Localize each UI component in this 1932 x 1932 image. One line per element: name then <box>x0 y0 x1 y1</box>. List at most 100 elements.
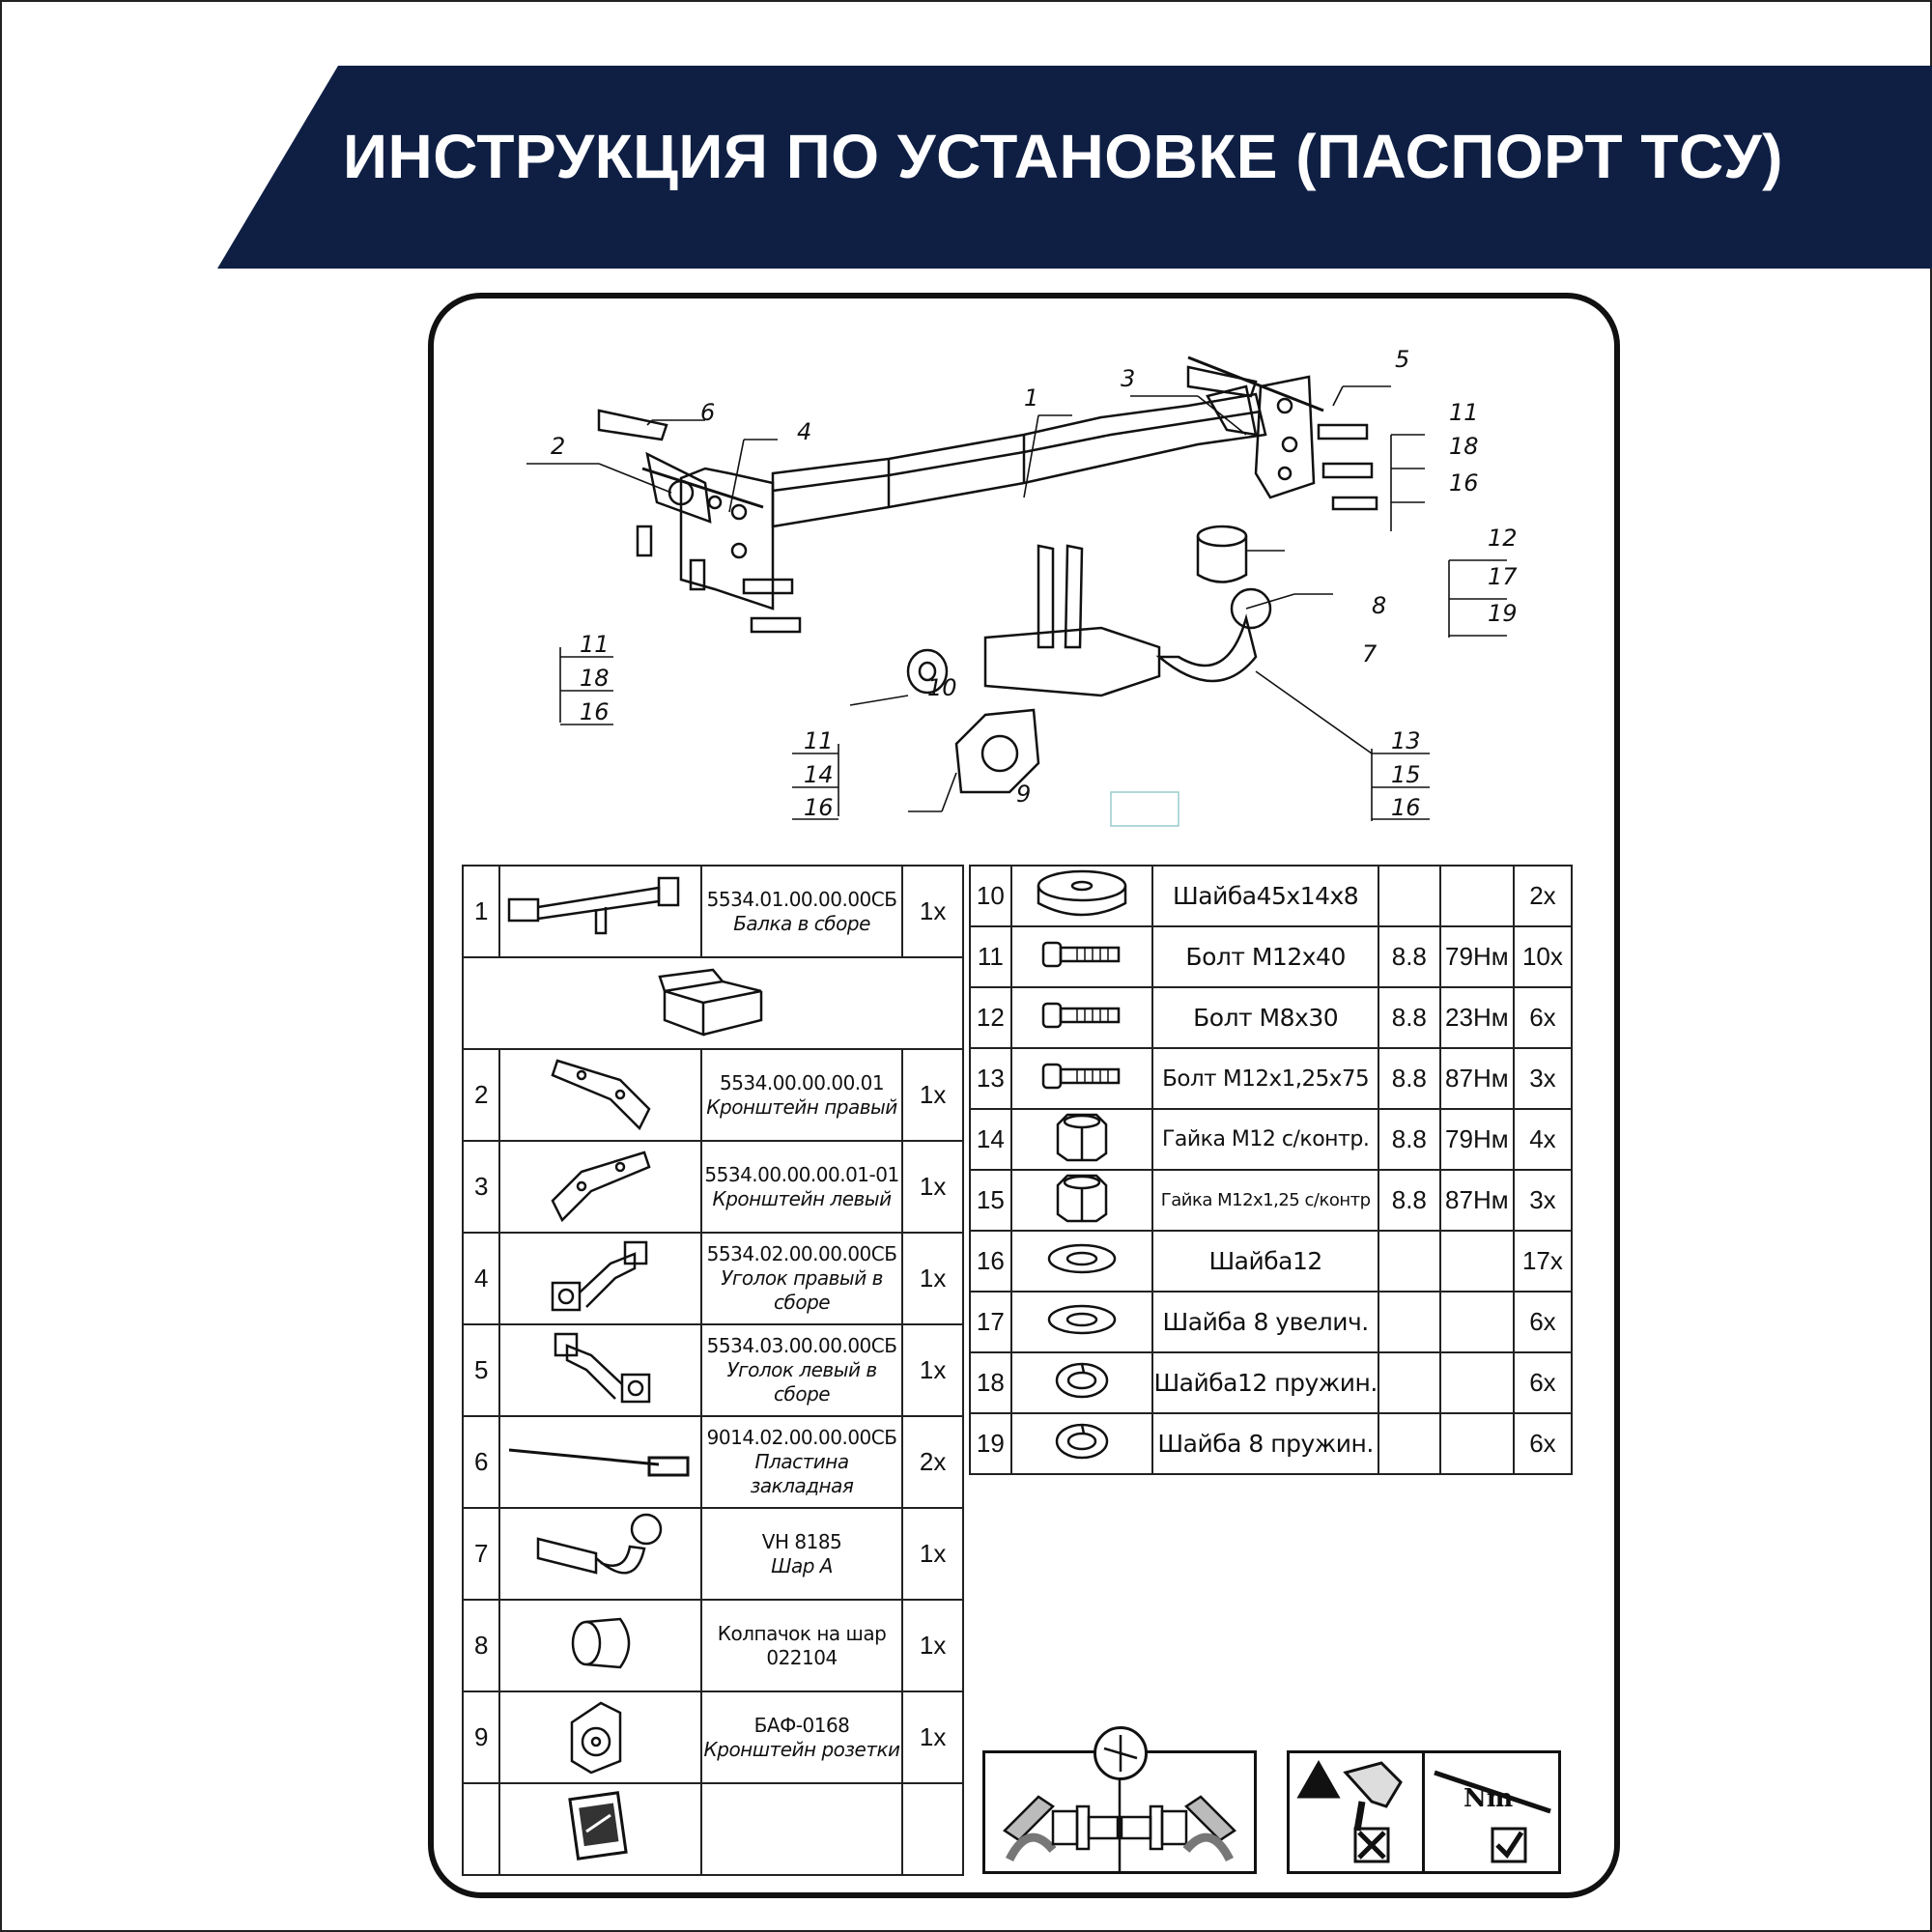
part-name: Гайка М12х1,25 с/контр <box>1151 1169 1379 1232</box>
right-end-bracket <box>1186 365 1316 499</box>
table-row: 11 Болт М12х40 8.8 79Нм 10x <box>969 925 1574 988</box>
torque: 87Нм <box>1438 1169 1515 1232</box>
torque: 79Нм <box>1438 925 1515 988</box>
part-number: 13 <box>969 1047 1012 1110</box>
table-row: 10 Шайба45х14х8 2x <box>969 865 1574 927</box>
part-number: 12 <box>969 986 1012 1049</box>
torque: 87Нм <box>1438 1047 1515 1110</box>
part-number: 10 <box>969 865 1012 927</box>
part-quantity: 17x <box>1512 1230 1574 1293</box>
ball-cap-icon <box>498 1599 702 1692</box>
title-banner <box>217 66 1932 269</box>
callout-18b: 18 <box>1449 433 1479 460</box>
instruction-manual-icon <box>498 1782 702 1876</box>
part-quantity: 1x <box>901 1690 964 1784</box>
part-name: Гайка М12 с/контр. <box>1151 1108 1379 1171</box>
torque <box>1438 1291 1515 1353</box>
callout-1: 1 <box>1024 384 1038 412</box>
strength-class <box>1377 1351 1441 1414</box>
page-title: ИНСТРУКЦИЯ ПО УСТАНОВКЕ (ПАСПОРТ ТСУ) <box>343 122 1783 191</box>
part-number: 3 <box>461 1140 501 1234</box>
bolt-stack-right <box>1317 423 1378 511</box>
torque <box>1438 1412 1515 1475</box>
callout-5: 5 <box>1395 346 1409 373</box>
torque <box>1438 865 1515 927</box>
part-quantity: 1x <box>901 865 964 958</box>
bolt-icon <box>1009 986 1154 1049</box>
torque <box>1438 1230 1515 1293</box>
part-name: Болт М12х1,25х75 <box>1151 1047 1379 1110</box>
empty-cell <box>901 1782 964 1876</box>
torque: 23Нм <box>1438 986 1515 1049</box>
beam-icon <box>498 865 702 958</box>
hex-nut-icon <box>1009 1108 1154 1171</box>
flat-washer-icon <box>1009 1230 1154 1293</box>
callout-15: 15 <box>1391 761 1421 788</box>
part-number-empty <box>461 1782 501 1876</box>
part-quantity: 6x <box>1512 1291 1574 1353</box>
callout-14: 14 <box>804 761 834 788</box>
table-row <box>462 956 964 1050</box>
part-number: 14 <box>969 1108 1012 1171</box>
callout-11b: 11 <box>804 727 834 754</box>
callout-8: 8 <box>1372 592 1386 619</box>
washer-large-icon <box>1009 865 1154 927</box>
part-name: Шайба12 <box>1151 1230 1379 1293</box>
angle-right-icon <box>498 1232 702 1325</box>
torque-label: Nm <box>1463 1784 1513 1813</box>
part-quantity: 1x <box>901 1599 964 1692</box>
part-number: 7 <box>461 1507 501 1601</box>
impact-wrench-prohibited-icon <box>1287 1750 1428 1874</box>
part-quantity: 6x <box>1512 986 1574 1049</box>
callout-18a: 18 <box>580 665 610 692</box>
part-name: Шайба 8 увелич. <box>1151 1291 1379 1353</box>
part-number: 8 <box>461 1599 501 1692</box>
part-quantity: 10x <box>1512 925 1574 988</box>
strength-class <box>1377 1291 1441 1353</box>
part-number: 15 <box>969 1169 1012 1232</box>
callout-7: 7 <box>1362 640 1378 668</box>
part-name: Шайба 8 пружин. <box>1151 1412 1379 1475</box>
part-quantity: 1x <box>901 1232 964 1325</box>
table-row: 13 Болт М12х1,25х75 8.8 87Нм 3x <box>969 1047 1574 1110</box>
part-quantity: 4x <box>1512 1108 1574 1171</box>
part-number: 2 <box>461 1048 501 1142</box>
part-quantity: 3x <box>1512 1169 1574 1232</box>
callout-11a: 11 <box>580 631 610 658</box>
torque-wrench-allowed-icon: Nm <box>1422 1750 1561 1874</box>
spring-washer-icon <box>1009 1351 1154 1414</box>
part-number: 18 <box>969 1351 1012 1414</box>
table-row: 14 Гайка М12 с/контр. 8.8 79Нм 4x <box>969 1108 1574 1171</box>
tow-ball-icon <box>498 1507 702 1601</box>
empty-cell <box>699 1782 904 1876</box>
callout-17: 17 <box>1488 563 1518 590</box>
flat-washer-icon <box>1009 1291 1154 1353</box>
part-quantity: 2x <box>1512 865 1574 927</box>
assembly-diagram: 1 2 3 4 5 6 7 8 9 10 11 18 16 11 14 16 1… <box>526 346 1518 827</box>
strength-class <box>1377 865 1441 927</box>
part-number: 11 <box>969 925 1012 988</box>
part-quantity: 6x <box>1512 1412 1574 1475</box>
callout-12: 12 <box>1488 525 1518 552</box>
washer-drawing <box>906 648 949 695</box>
callout-16b: 16 <box>804 794 834 821</box>
socket-bracket-drawing <box>954 708 1040 794</box>
part-number: 6 <box>461 1415 501 1509</box>
part-name: Шайба12 пружин. <box>1151 1351 1379 1414</box>
table-row: 15 Гайка М12х1,25 с/контр 8.8 87Нм 3x <box>969 1169 1574 1232</box>
part-quantity: 3x <box>1512 1047 1574 1110</box>
strength-class: 8.8 <box>1377 925 1441 988</box>
tow-bar-drawing <box>983 544 1272 697</box>
